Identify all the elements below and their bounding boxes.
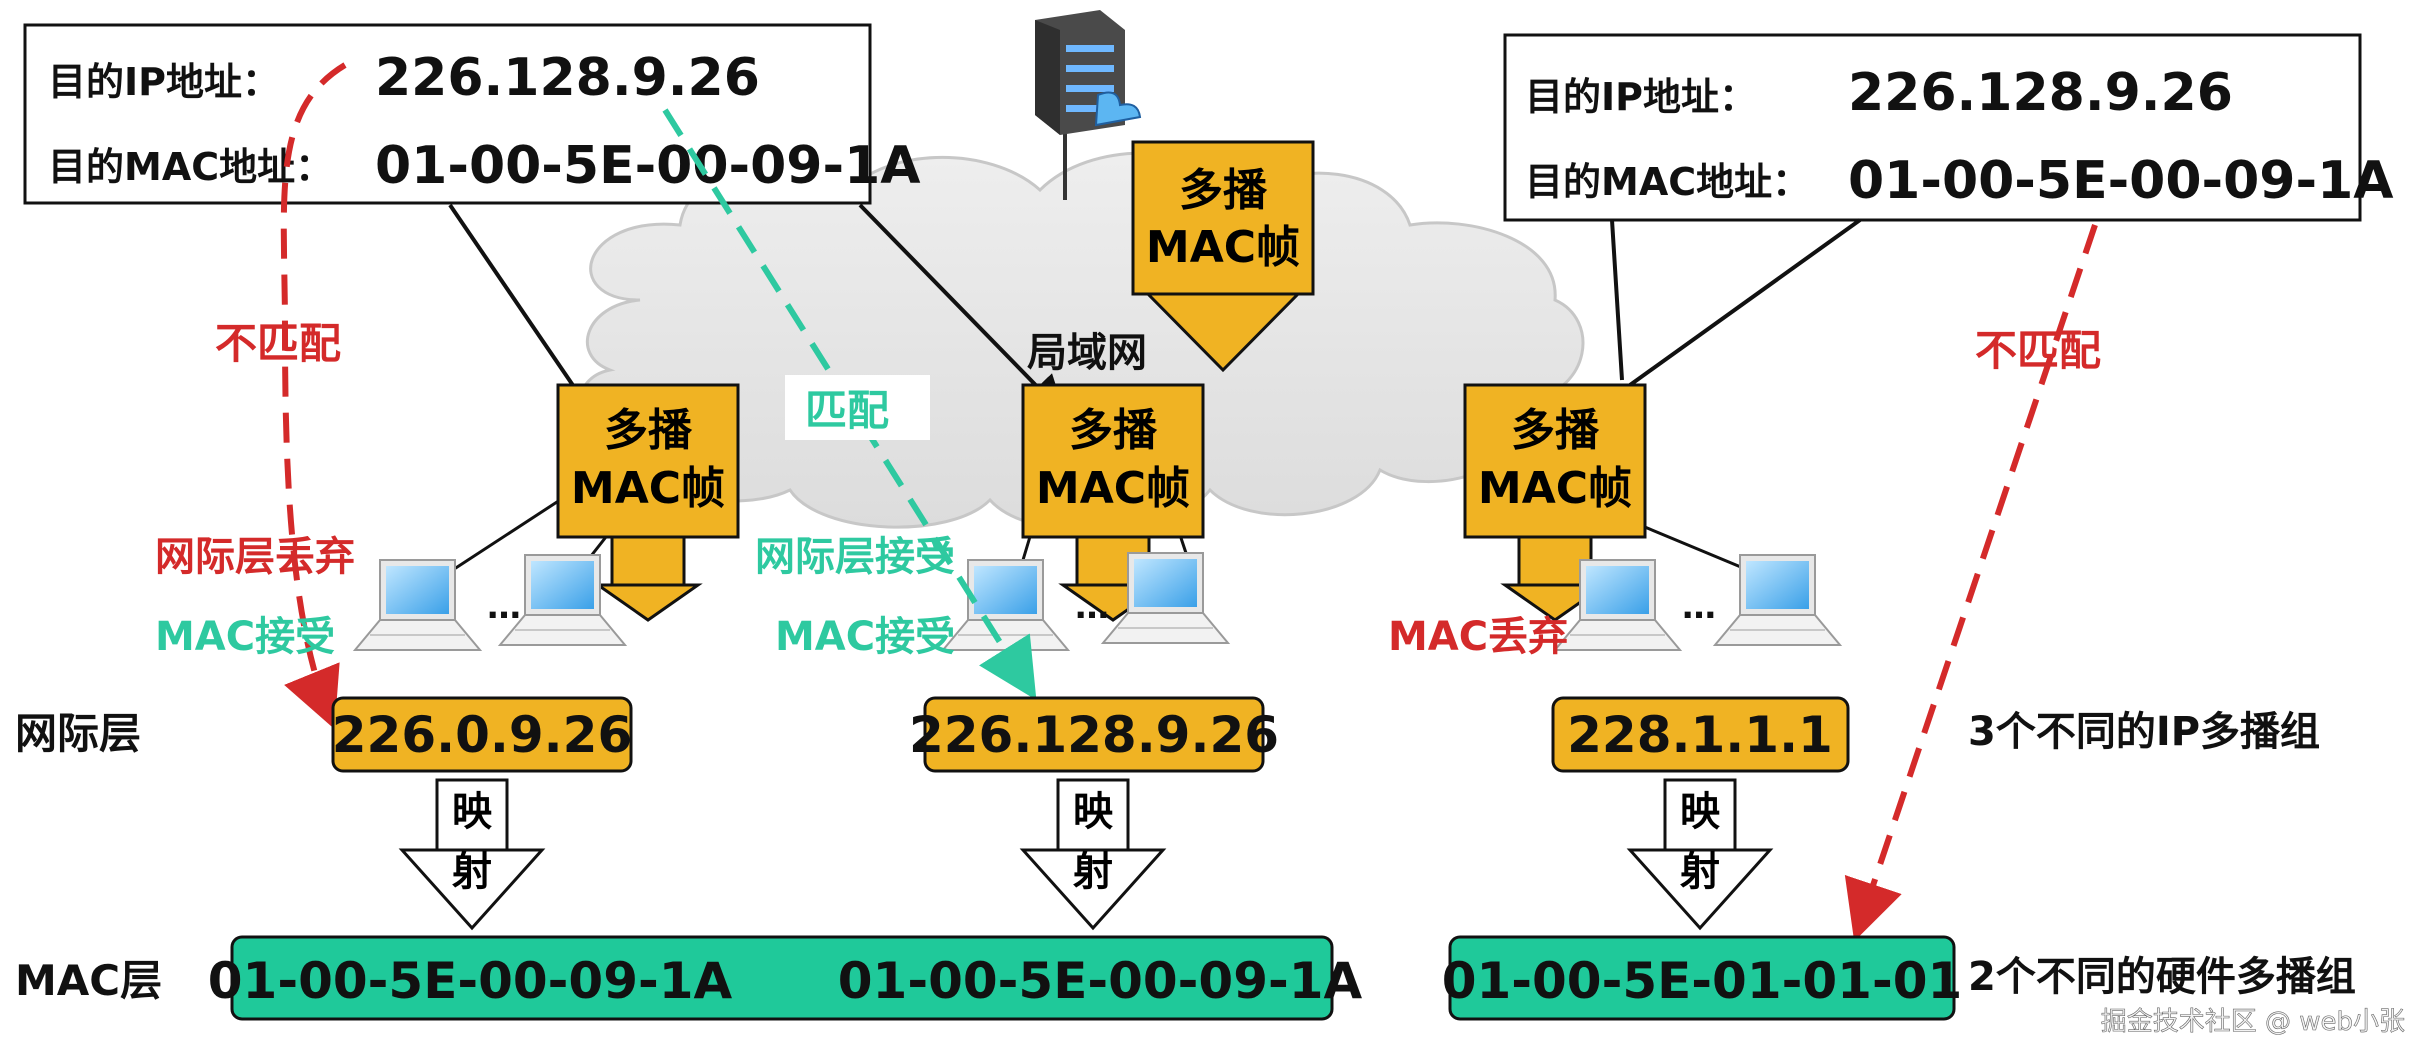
laptop-icon <box>1712 554 1843 646</box>
map-1-char-2: 射 <box>452 849 492 895</box>
hw-groups-summary: 2个不同的硬件多播组 <box>1968 954 2356 1000</box>
mapping-arrow-1: 映 射 <box>398 778 546 931</box>
right-ip-value: 226.128.9.26 <box>1848 63 2233 123</box>
watermark: 掘金技术社区 @ web小张 <box>2101 1007 2405 1037</box>
ellipsis-mid: … <box>1075 587 1109 627</box>
ellipsis-left: … <box>487 587 521 627</box>
frame-top-line2: MAC帧 <box>1146 222 1300 273</box>
mac-group-1-label: 01-00-5E-00-09-1A <box>208 952 733 1010</box>
left-ip-label: 目的IP地址： <box>48 60 280 104</box>
mac-group-3-label: 01-00-5E-01-01-01 <box>1442 952 1963 1010</box>
frame-left-line1: 多播 <box>604 405 693 456</box>
left-address-box: 目的IP地址： 226.128.9.26 目的MAC地址： 01-00-5E-0… <box>23 23 921 205</box>
frame-right-line1: 多播 <box>1511 405 1600 456</box>
laptop-icon <box>1100 552 1231 644</box>
mac-layer-label: MAC层 <box>15 956 162 1005</box>
ip-group-1-label: 226.0.9.26 <box>332 706 633 764</box>
mac-discard-label: MAC丢弃 <box>1388 614 1568 660</box>
left-ip-value: 226.128.9.26 <box>375 48 760 108</box>
ellipsis-right: … <box>1682 587 1716 627</box>
server-frame-arrow: 多播 MAC帧 <box>1131 140 1315 373</box>
frame-left-line2: MAC帧 <box>571 463 725 514</box>
ip-accept-label: 网际层接受 <box>755 534 955 580</box>
mac-group-2-label: 01-00-5E-00-09-1A <box>838 952 1363 1010</box>
right-mac-label: 目的MAC地址： <box>1525 160 1810 204</box>
ip-group-1: 226.0.9.26 <box>331 696 633 773</box>
ip-groups-summary: 3个不同的IP多播组 <box>1968 709 2320 755</box>
ip-group-2: 226.128.9.26 <box>909 696 1279 773</box>
mac-accept-left-label: MAC接受 <box>155 614 335 660</box>
ip-layer-label: 网际层 <box>15 709 141 758</box>
mac-group-shared: 01-00-5E-00-09-1A 01-00-5E-00-09-1A <box>208 935 1363 1021</box>
ip-group-3: 228.1.1.1 <box>1551 696 1850 773</box>
mac-accept-mid-label: MAC接受 <box>775 614 955 660</box>
map-3-char-2: 射 <box>1680 849 1720 895</box>
mismatch-right-label: 不匹配 <box>1975 326 2101 375</box>
laptop-icon <box>940 559 1071 651</box>
frame-arrow-left: 多播 MAC帧 <box>556 383 740 622</box>
left-mac-label: 目的MAC地址： <box>48 145 333 189</box>
map-2-char-2: 射 <box>1073 849 1113 895</box>
right-ip-label: 目的IP地址： <box>1525 75 1757 119</box>
mapping-arrow-3: 映 射 <box>1626 778 1774 931</box>
lan-label: 局域网 <box>1027 330 1147 376</box>
match-label: 匹配 <box>805 386 889 435</box>
frame-top-line1: 多播 <box>1179 165 1268 216</box>
ip-group-2-label: 226.128.9.26 <box>909 706 1279 764</box>
left-mac-value: 01-00-5E-00-09-1A <box>375 136 921 196</box>
right-address-box: 目的IP地址： 226.128.9.26 目的MAC地址： 01-00-5E-0… <box>1503 33 2394 222</box>
frame-mid-line1: 多播 <box>1069 405 1158 456</box>
map-3-char-1: 映 <box>1680 789 1720 835</box>
laptop-icon <box>497 554 628 646</box>
ip-group-3-label: 228.1.1.1 <box>1567 706 1833 764</box>
frame-arrow-middle: 多播 MAC帧 <box>1021 383 1205 622</box>
mapping-arrow-2: 映 射 <box>1019 778 1167 931</box>
frame-right-line2: MAC帧 <box>1478 463 1632 514</box>
map-2-char-1: 映 <box>1073 789 1113 835</box>
frame-mid-line2: MAC帧 <box>1036 463 1190 514</box>
mismatch-left-label: 不匹配 <box>215 319 341 368</box>
laptop-icon <box>352 559 483 651</box>
laptop-icon <box>1552 559 1683 651</box>
map-1-char-1: 映 <box>452 789 492 835</box>
right-mac-value: 01-00-5E-00-09-1A <box>1848 151 2394 211</box>
frame-arrow-right: 多播 MAC帧 <box>1463 383 1647 622</box>
server-icon <box>1035 10 1142 200</box>
mac-group-right: 01-00-5E-01-01-01 <box>1442 935 1963 1021</box>
ip-discard-label: 网际层丢弃 <box>155 534 355 580</box>
